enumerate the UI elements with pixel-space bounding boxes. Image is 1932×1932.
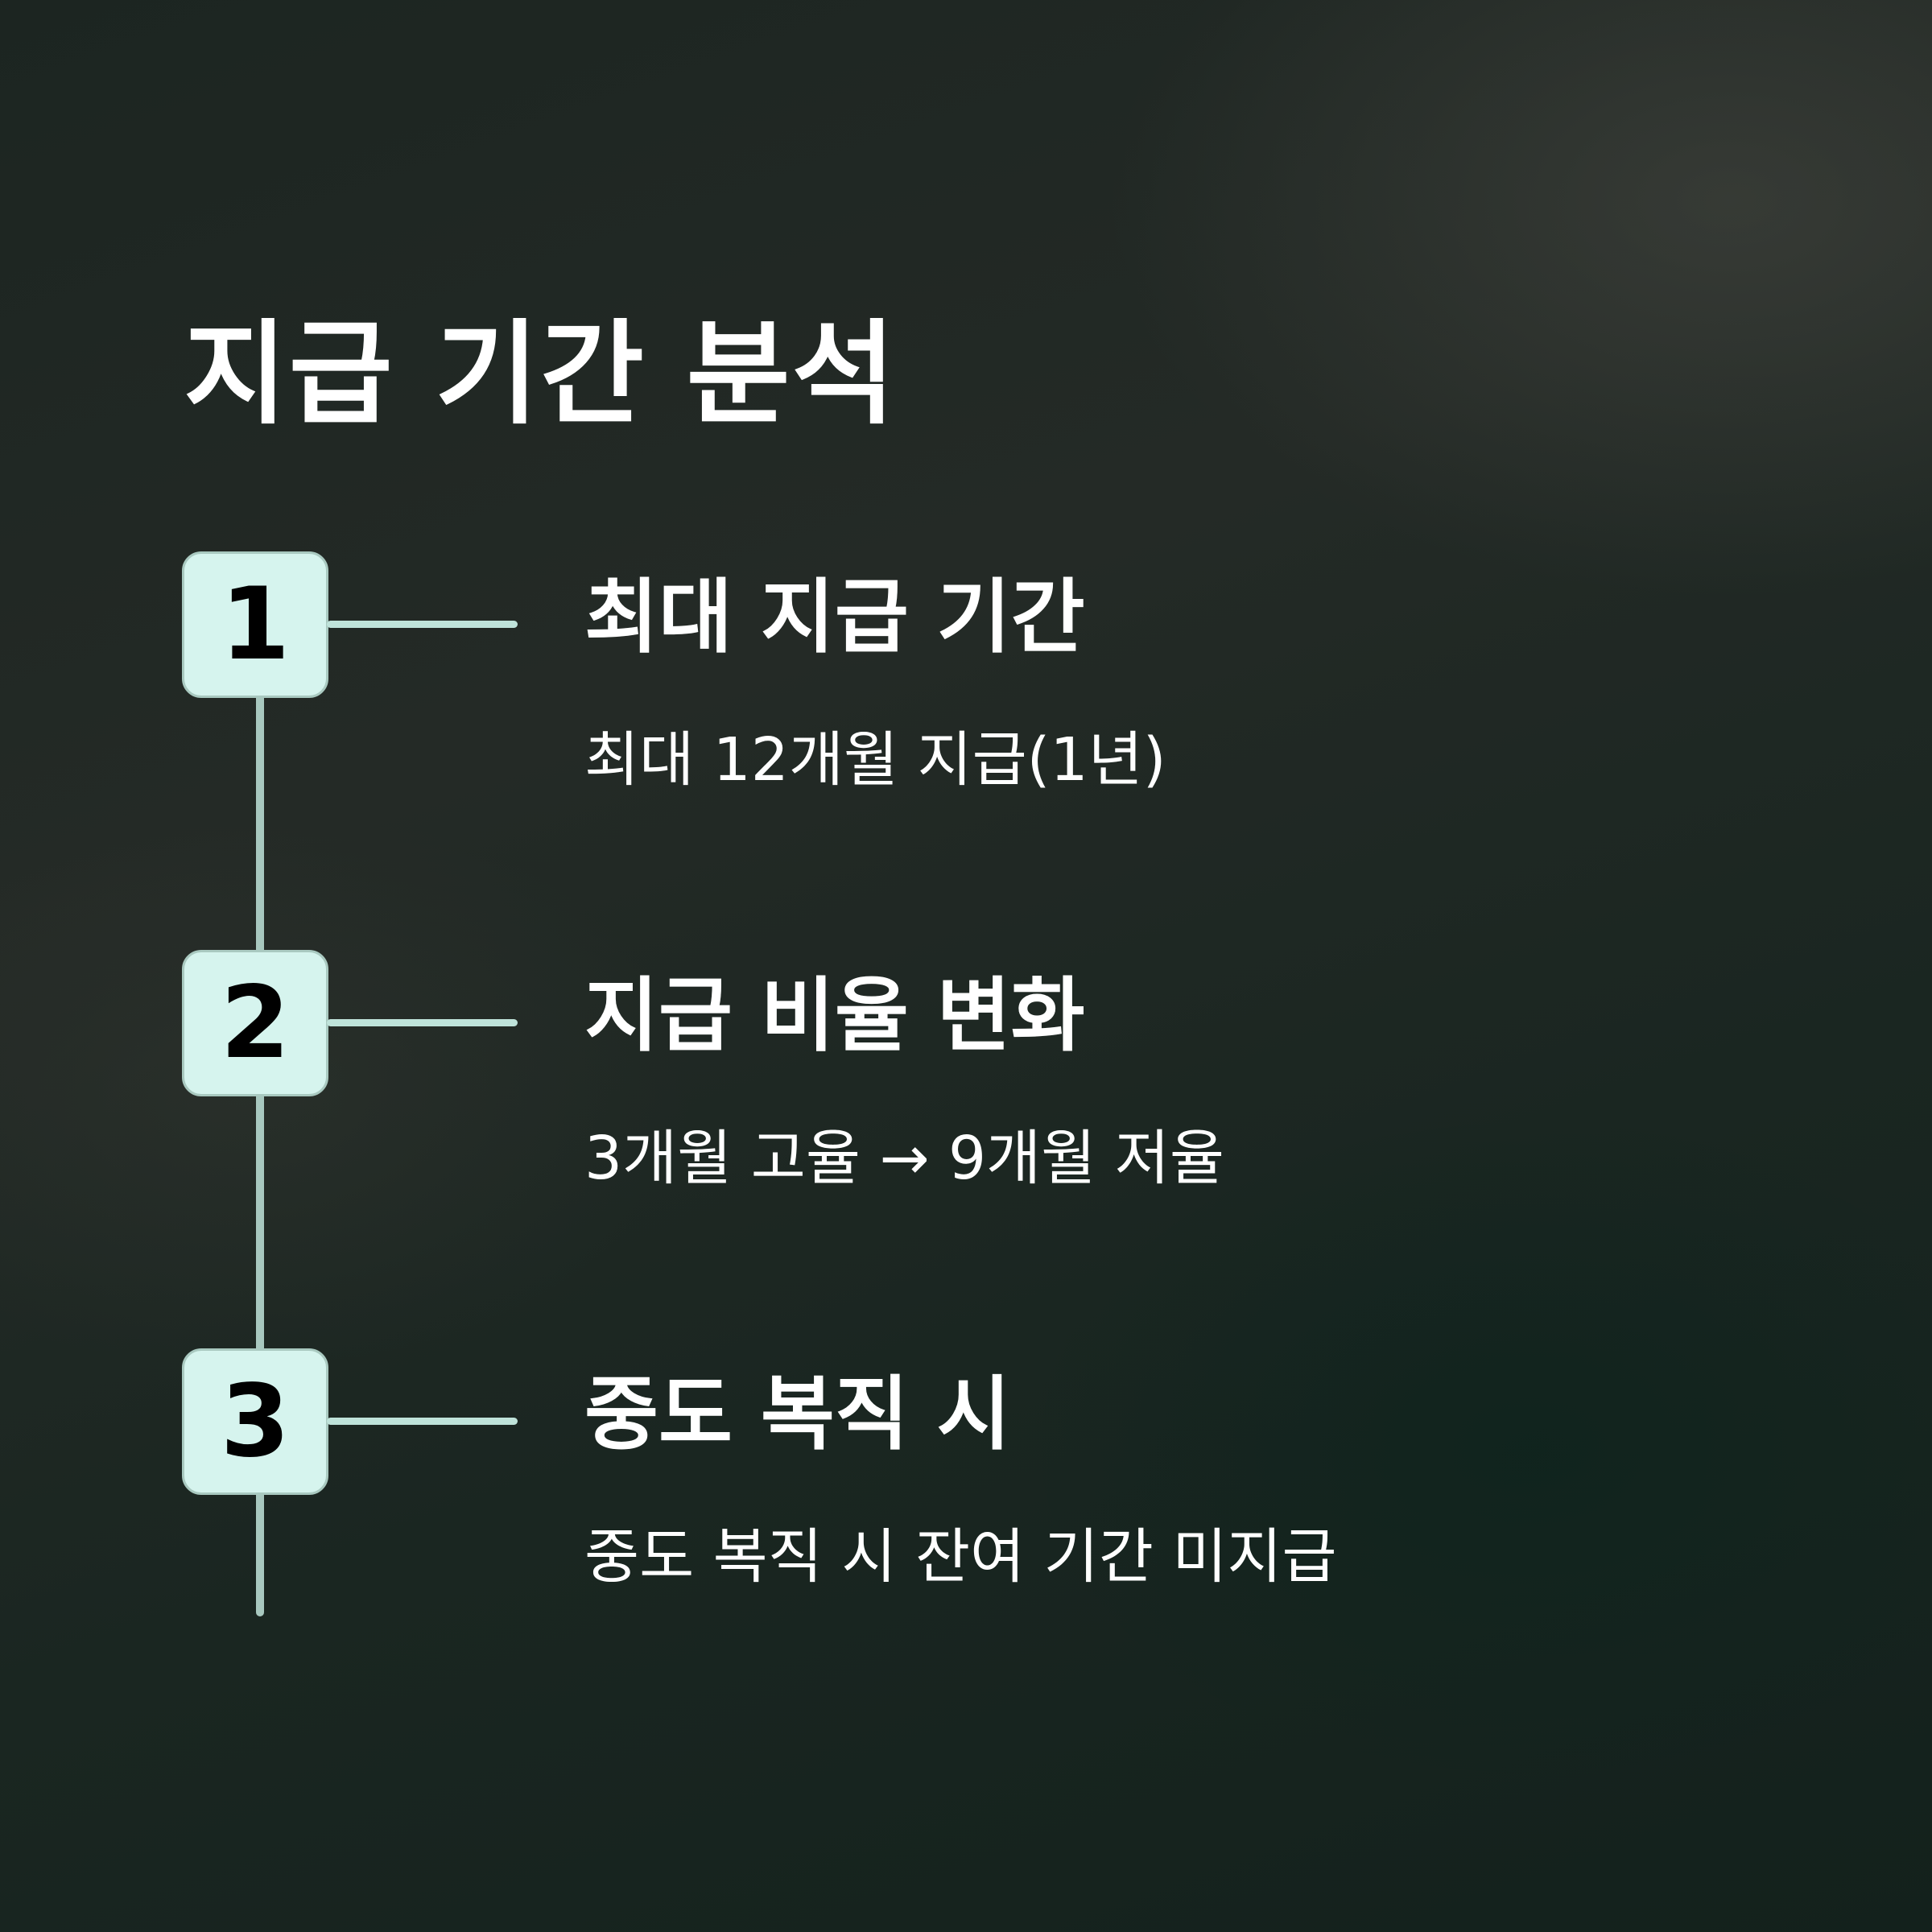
- timeline-step-1: 1 최대 지급 기간 최대 12개월 지급(1년): [0, 551, 1932, 795]
- step-connector: [327, 1418, 518, 1425]
- step-title: 최대 지급 기간: [584, 570, 1085, 664]
- step-title: 중도 복직 시: [584, 1367, 1011, 1461]
- step-description: 중도 복직 시 잔여 기간 미지급: [584, 1522, 1337, 1591]
- step-title: 지급 비율 변화: [584, 968, 1085, 1063]
- timeline-step-2: 2 지급 비율 변화 3개월 고율 → 9개월 저율: [0, 950, 1932, 1193]
- step-connector: [327, 621, 518, 628]
- step-number-badge: 2: [182, 950, 328, 1096]
- step-number-badge: 1: [182, 551, 328, 698]
- step-description: 최대 12개월 지급(1년): [584, 725, 1166, 795]
- step-connector: [327, 1019, 518, 1026]
- timeline-step-3: 3 중도 복직 시 중도 복직 시 잔여 기간 미지급: [0, 1348, 1932, 1591]
- page-title: 지급 기간 분석: [184, 309, 898, 440]
- step-number-badge: 3: [182, 1348, 328, 1495]
- timeline-line: [256, 620, 264, 1616]
- step-description: 3개월 고율 → 9개월 저율: [584, 1124, 1224, 1193]
